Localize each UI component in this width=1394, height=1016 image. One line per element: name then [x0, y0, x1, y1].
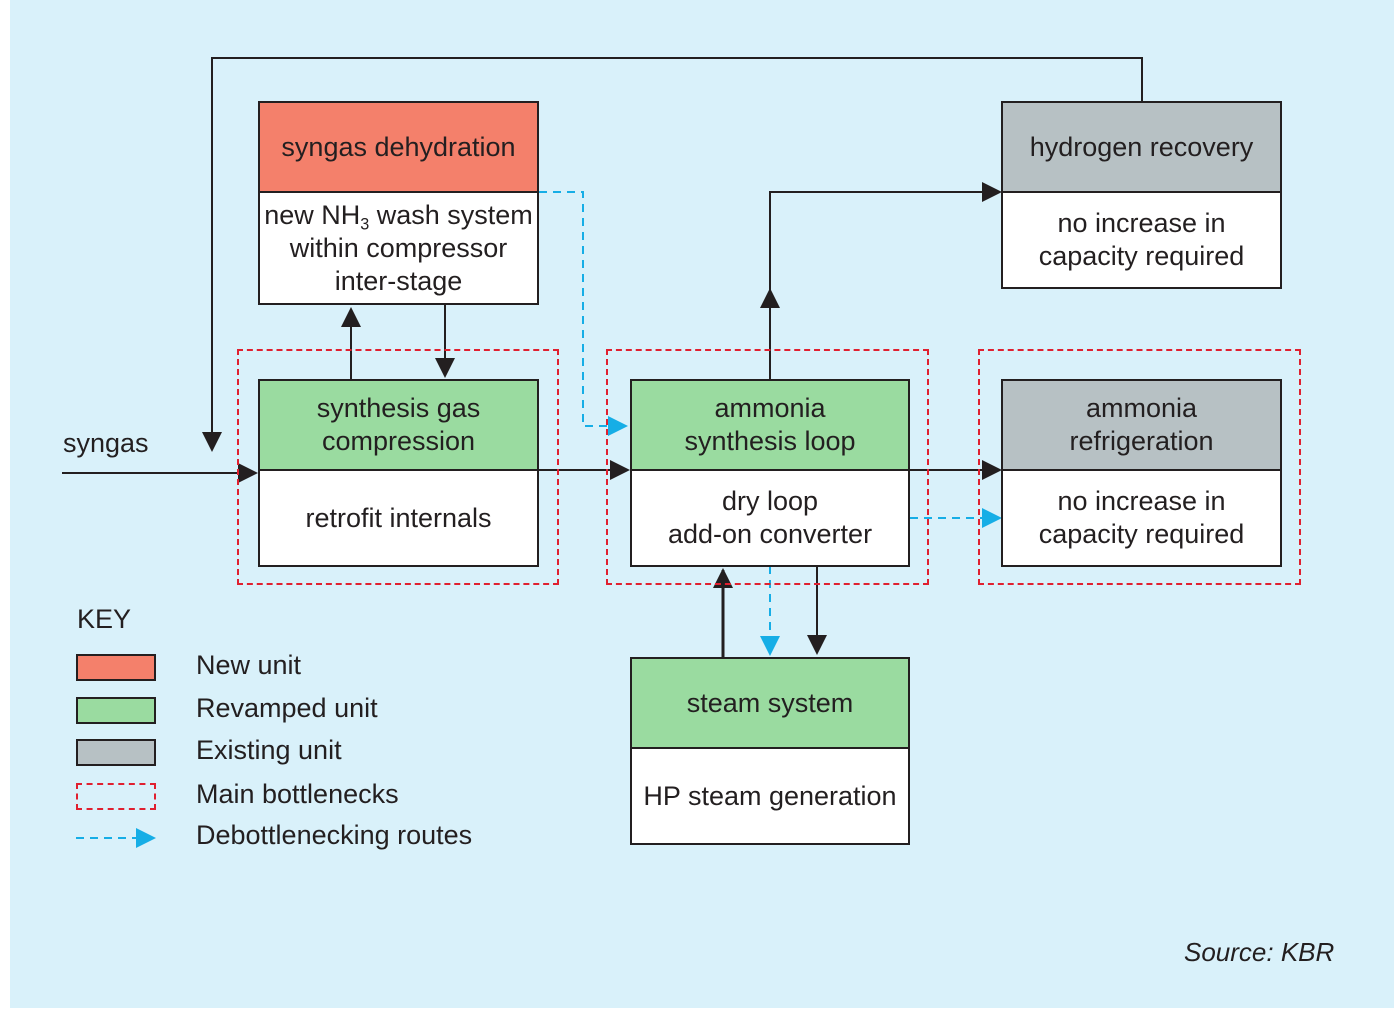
unit-description-text: HP steam generation — [643, 780, 897, 811]
key-title: KEY — [77, 604, 132, 634]
key-label-main-bottlenecks: Main bottlenecks — [196, 779, 399, 809]
key-swatch-revamped-unit — [76, 697, 156, 724]
unit-ammonia-synthesis-loop: ammonia synthesis loop dry loop add-on c… — [630, 379, 910, 567]
flow-purge-line — [769, 182, 1002, 300]
unit-title: ammonia refrigeration — [1069, 393, 1214, 456]
unit-description-text: retrofit internals — [305, 502, 492, 533]
key-swatch-main-bottlenecks — [76, 783, 156, 810]
unit-header: steam system — [632, 659, 908, 749]
unit-title: synthesis gas compression — [316, 393, 481, 456]
unit-description: new NH3 wash system within compressor in… — [260, 193, 537, 303]
route-dehydration-to-loop — [539, 191, 628, 436]
key-label-existing-unit: Existing unit — [196, 735, 342, 765]
unit-hydrogen-recovery: hydrogen recovery no increase in capacit… — [1001, 101, 1282, 289]
unit-description-text: new NH — [264, 199, 361, 230]
key-label-new-unit: New unit — [196, 650, 302, 680]
bottleneck-synthesis-loop — [606, 349, 929, 585]
unit-synthesis-gas-compression: synthesis gas compression retrofit inter… — [258, 379, 539, 567]
unit-title: steam system — [686, 687, 854, 718]
unit-header: ammonia refrigeration — [1003, 381, 1280, 471]
key-swatch-new-unit — [76, 654, 156, 681]
unit-description: retrofit internals — [260, 471, 537, 565]
unit-header: syngas dehydration — [260, 103, 537, 193]
key-swatch-existing-unit — [76, 739, 156, 766]
unit-description-text: dry loop add-on converter — [667, 486, 873, 549]
unit-steam-system: steam system HP steam generation — [630, 657, 910, 845]
unit-description: HP steam generation — [632, 749, 908, 843]
unit-description: dry loop add-on converter — [632, 471, 908, 565]
bottleneck-compression — [237, 349, 559, 585]
unit-title: ammonia synthesis loop — [684, 393, 856, 456]
unit-header: hydrogen recovery — [1003, 103, 1280, 193]
unit-ammonia-refrigeration: ammonia refrigeration no increase in cap… — [1001, 379, 1282, 567]
unit-syngas-dehydration: syngas dehydration new NH3 wash system w… — [258, 101, 539, 305]
flow-hydrogen-recycle — [202, 57, 1143, 452]
unit-header: ammonia synthesis loop — [632, 381, 908, 471]
key-label-revamped-unit: Revamped unit — [196, 693, 378, 723]
unit-description: no increase in capacity required — [1003, 471, 1280, 565]
syngas-input-label: syngas — [63, 428, 149, 458]
unit-description-text: wash system within compressor inter-stag… — [289, 199, 533, 296]
unit-header: synthesis gas compression — [260, 381, 537, 471]
unit-description-text: no increase in capacity required — [1038, 208, 1245, 271]
source-note: Source: KBR — [1184, 937, 1335, 967]
key-label-debottlenecking-routes: Debottlenecking routes — [196, 820, 473, 850]
bottleneck-refrigeration — [978, 349, 1301, 585]
unit-description-text: no increase in capacity required — [1038, 486, 1245, 549]
subscript-3: 3 — [360, 215, 370, 234]
unit-title: syngas dehydration — [281, 131, 516, 162]
unit-title: hydrogen recovery — [1029, 131, 1254, 162]
unit-description: no increase in capacity required — [1003, 193, 1280, 287]
